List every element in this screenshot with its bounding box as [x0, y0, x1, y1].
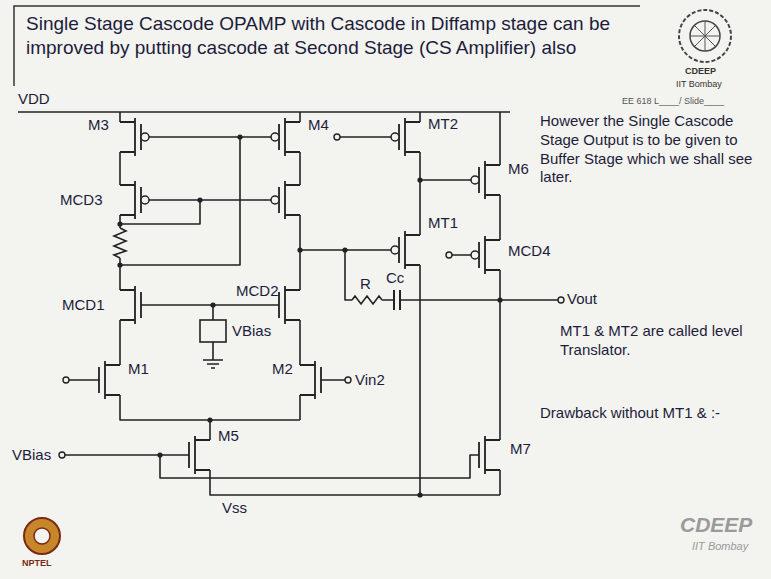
- watermark: CDEEP: [680, 512, 752, 538]
- gate-bubble: [141, 133, 149, 141]
- logo-disc: [24, 518, 60, 554]
- supply-name: Vss: [222, 499, 247, 518]
- nptel-logo: [24, 518, 60, 554]
- device-name: MT2: [428, 115, 458, 134]
- bias-source-symbol: [200, 320, 226, 342]
- junction-dot: [417, 177, 422, 182]
- signal-name: VBias: [12, 446, 51, 465]
- slide-frame: [14, 6, 640, 86]
- device-name: M2: [272, 360, 293, 379]
- junction-dot: [297, 247, 302, 252]
- slide-number: EE 618 L____/ Slide____: [622, 96, 724, 107]
- terminal: [558, 297, 564, 303]
- signal-name: VBias: [232, 322, 271, 341]
- resistor-symbol: [114, 228, 126, 258]
- junction-dot: [210, 302, 215, 307]
- logo-caption: IIT Bombay: [676, 79, 722, 90]
- capacitor-symbol: [394, 290, 400, 310]
- junction-dot: [342, 247, 347, 252]
- junction-dot: [207, 417, 212, 422]
- device-name: M7: [510, 440, 531, 459]
- gate-bubble: [141, 196, 149, 204]
- device-name: M6: [508, 160, 529, 179]
- gate-bubble: [391, 133, 399, 141]
- device-name: MCD4: [508, 242, 551, 261]
- junction-dot: [497, 297, 502, 302]
- logo-spokes: [690, 21, 720, 51]
- junction-dot: [197, 197, 202, 202]
- component-name: Cc: [386, 269, 404, 288]
- device-name: M3: [88, 116, 109, 135]
- supply-name: VDD: [18, 90, 50, 109]
- junction-dot: [237, 134, 242, 139]
- device-name: MCD1: [62, 296, 105, 315]
- terminal: [446, 252, 452, 258]
- device-name: M5: [218, 427, 239, 446]
- slide-note: However the Single Cascode Stage Output …: [540, 112, 762, 187]
- ground-symbol: [203, 360, 223, 368]
- device-name: M1: [128, 360, 149, 379]
- logo-ring: [690, 21, 720, 51]
- terminal: [345, 377, 351, 383]
- gate-bubble: [271, 196, 279, 204]
- terminal: [59, 452, 65, 458]
- junction-dot: [417, 492, 422, 497]
- component-name: R: [360, 275, 371, 294]
- junction-dot: [117, 262, 122, 267]
- slide-note: Drawback without MT1 & :-: [540, 404, 765, 423]
- gate-bubbles: [141, 133, 479, 259]
- device-name: MCD2: [236, 282, 279, 301]
- logo-caption: NPTEL: [22, 558, 52, 569]
- gate-bubble: [471, 176, 479, 184]
- slide-note: MT1 & MT2 are called level Translator.: [560, 322, 760, 360]
- device-name: M4: [308, 116, 329, 135]
- gate-bubble: [471, 251, 479, 259]
- device-name: MT1: [428, 214, 458, 233]
- logo-gear: [679, 10, 731, 62]
- terminal: [63, 377, 69, 383]
- signal-name: Vin2: [355, 371, 385, 390]
- terminal: [334, 134, 340, 140]
- logo-caption: CDEEP: [685, 66, 716, 77]
- resistor-symbol: [352, 296, 382, 304]
- signal-name: Vout: [567, 290, 597, 309]
- gate-bubble: [391, 246, 399, 254]
- terminals: [59, 134, 564, 458]
- slide-title: Single Stage Cascode OPAMP with Cascode …: [26, 12, 616, 60]
- junction-dot: [117, 221, 122, 226]
- gate-bubble: [271, 133, 279, 141]
- mosfet-symbol: [99, 118, 500, 474]
- circuit-wire: [18, 112, 558, 495]
- watermark: IIT Bombay: [692, 540, 748, 554]
- junction-dot: [157, 452, 162, 457]
- logo-hub: [34, 528, 50, 544]
- junction-dots: [117, 134, 502, 497]
- device-name: MCD3: [60, 191, 103, 210]
- institute-logo: [679, 10, 731, 62]
